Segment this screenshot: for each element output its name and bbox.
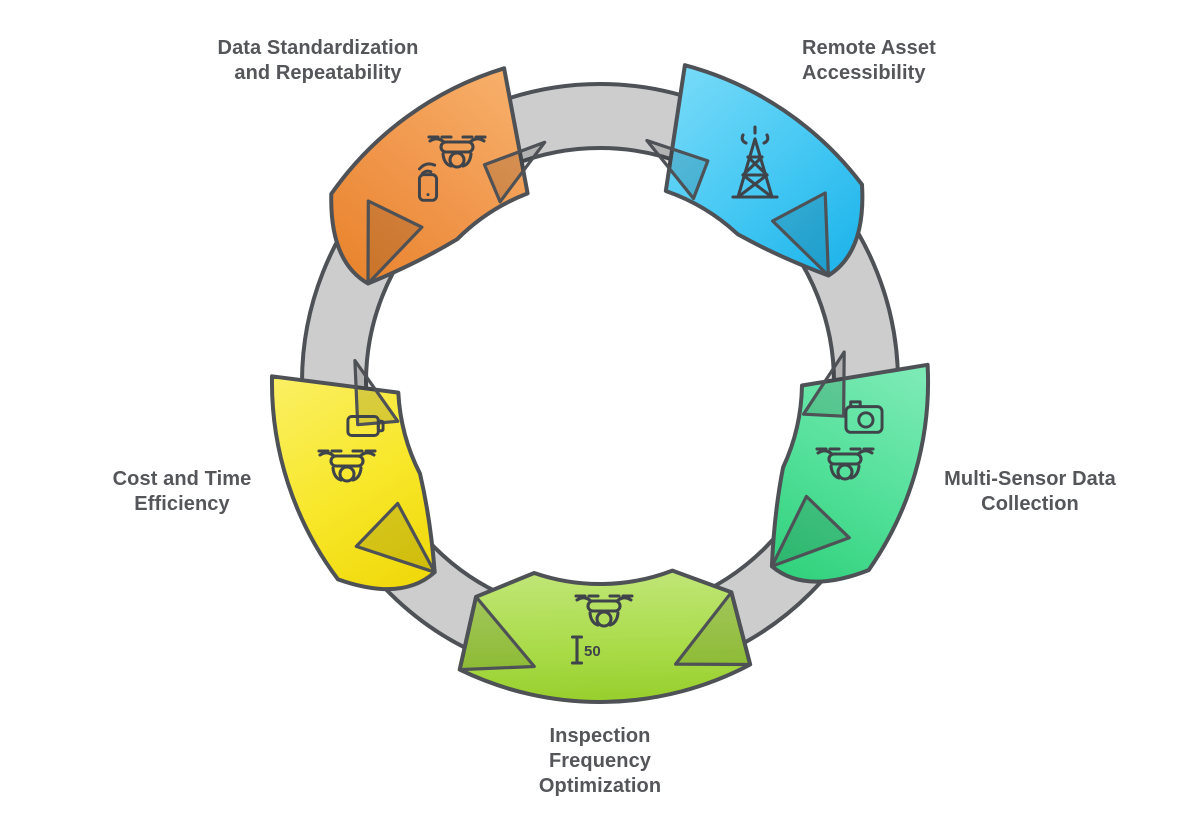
label-remote-asset-accessibility: Remote Asset Accessibility xyxy=(802,36,1022,86)
label-line: and Repeatability xyxy=(234,62,402,84)
remote-controller-icon xyxy=(417,162,439,202)
label-multi-sensor-data-collection: Multi-Sensor Data Collection xyxy=(915,467,1145,517)
label-line: Frequency xyxy=(548,750,652,772)
segment-inspection-frequency-optimization xyxy=(457,568,753,704)
label-inspection-frequency-optimization: Inspection Frequency Optimization xyxy=(485,724,715,799)
ring-segments xyxy=(269,63,931,704)
camera-icon xyxy=(844,400,884,434)
segment-multi-sensor-data-collection xyxy=(769,350,931,584)
label-data-standardization: Data Standardization and Repeatability xyxy=(198,36,438,86)
label-line: Cost and Time xyxy=(112,468,252,490)
altitude-value-label: 50 xyxy=(584,643,601,660)
drone-icon xyxy=(574,594,634,628)
drone-icon xyxy=(815,447,875,481)
label-line: Data Standardization xyxy=(217,37,419,59)
altitude-icon: 50 xyxy=(570,635,601,665)
label-line: Inspection xyxy=(549,725,651,747)
label-cost-time-efficiency: Cost and Time Efficiency xyxy=(67,467,297,517)
battery-icon xyxy=(346,415,385,437)
segment-icons: 50 xyxy=(317,125,884,665)
label-line: Multi-Sensor Data xyxy=(944,468,1116,490)
label-line: Collection xyxy=(981,493,1079,515)
label-line: Efficiency xyxy=(134,493,230,515)
segment-remote-asset-accessibility xyxy=(645,63,865,278)
drone-icon xyxy=(427,135,487,169)
signal-tower-icon xyxy=(731,125,779,199)
drone-icon xyxy=(317,449,377,483)
label-line: Optimization xyxy=(538,775,662,797)
label-line: Accessibility xyxy=(802,62,926,84)
label-line: Remote Asset xyxy=(802,37,936,59)
